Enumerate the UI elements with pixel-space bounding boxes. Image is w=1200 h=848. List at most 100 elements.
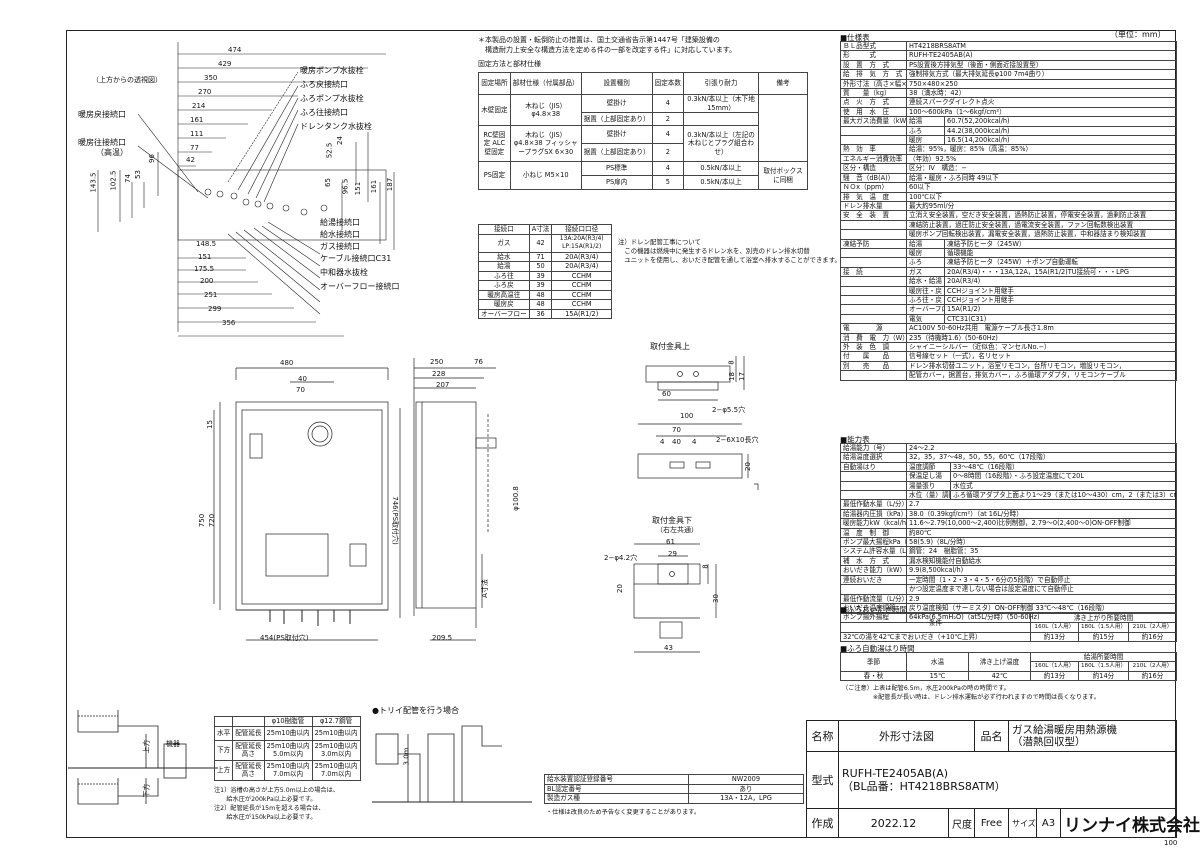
conn-r7c2: 15A(R1/2) bbox=[551, 308, 612, 319]
label-heating-supply: 暖房往接続口 bbox=[78, 138, 126, 147]
conn-r3c0: ふろ往 bbox=[478, 270, 530, 281]
fix-r2c2: 壁掛け bbox=[580, 125, 653, 144]
cert-table: 給水装置認証登録番号 NW2009 BL認定番号 あり 製造ガス種 13A・12… bbox=[544, 774, 805, 804]
perf-row: 給湯器内圧損（kPa）38.0（0.39kgf/cm²）（at 16L/分時） bbox=[840, 508, 1178, 520]
label-bath-return: ふろ戻接続口 bbox=[300, 80, 348, 89]
perf-value: 33〜48℃（16段階） bbox=[949, 461, 1178, 473]
dim-214: 214 bbox=[192, 102, 206, 110]
spec-row: 外形寸法（高さ×幅×奥行）750×480×250 bbox=[840, 78, 1177, 90]
spec-label bbox=[840, 370, 907, 381]
spec-value: （年効）92.5% bbox=[906, 153, 1177, 165]
spec-value: 16.5(14,200kcal/h) bbox=[944, 135, 1177, 146]
perf-value: 0〜8時間（16段階）・ふろ設定温度にて20L bbox=[949, 471, 1178, 482]
title-product-cell: ガス給湯暖房用熱源機 （潜熱回収型） bbox=[1007, 720, 1178, 752]
fix-r3c2: 据置（上部固定あり） bbox=[580, 143, 653, 162]
spec-label bbox=[840, 257, 907, 268]
spec-value: ドレン排水切替ユニット，浴室リモコン，台所リモコン，増設リモコン， bbox=[906, 360, 1177, 372]
title-product-label: 品名 bbox=[974, 720, 1009, 752]
side-dim-phi100: φ100.8 bbox=[511, 486, 520, 511]
spec-row: 消 費 電 力（W）235（待機時1.6）(50-60Hz) bbox=[840, 332, 1177, 344]
cert-r1c1: あり bbox=[687, 783, 805, 794]
title-product-value-1: ガス給湯暖房用熱源機 bbox=[1012, 723, 1117, 736]
conn-r5c2: CCHM bbox=[551, 289, 612, 300]
label-hot-water: 給湯接続口 bbox=[320, 218, 360, 227]
pipe-table: φ10樹脂管 φ12.7鋼管 水平 配管延長 25m10曲以内 25m10曲以内… bbox=[213, 716, 361, 781]
spec-value: 100℃以下 bbox=[906, 191, 1177, 202]
spec-row: エネルギー消費効率（年効）92.5% bbox=[840, 153, 1177, 165]
perf-label: 温 度 制 御 bbox=[840, 527, 907, 539]
conn-h2: 接続口口径 bbox=[551, 224, 612, 235]
conn-r0c2: 13A:20A(R3/4) LP:15A(R1/2) bbox=[551, 233, 612, 253]
label-gas: ガス接続口 bbox=[320, 242, 360, 251]
spec-label: 外 装 色 調 bbox=[840, 341, 907, 353]
perf-row: 温 度 制 御約80℃ bbox=[840, 527, 1178, 539]
spec-sublabel: ガス bbox=[906, 266, 945, 278]
fill-t1: 約14分 bbox=[1078, 670, 1129, 682]
spec-value: 38（満水時：42） bbox=[906, 88, 1177, 99]
fix-r0c0: 木壁固定 bbox=[478, 94, 511, 126]
spec-label bbox=[840, 304, 907, 315]
perf-value: 水位式 bbox=[949, 480, 1178, 492]
label-drain-tank: ドレンタンク水抜栓 bbox=[300, 122, 372, 131]
label-water: 給水接続口 bbox=[320, 230, 360, 239]
spec-value: 100〜600kPa（1〜6kgf/cm²） bbox=[906, 106, 1177, 118]
pipe-h2: φ10樹脂管 bbox=[263, 716, 313, 727]
spec-value: CCHジョイント用継手 bbox=[944, 294, 1177, 306]
fix-r4c2: PS標準 bbox=[580, 161, 653, 176]
spec-value: 750×480×250 bbox=[906, 78, 1177, 90]
perf-title: ■能力表 bbox=[840, 435, 870, 444]
fill-h3: 給湯所要時間 bbox=[1029, 651, 1178, 663]
spec-row: 凍結予防給湯凍結予防ヒータ（245W） bbox=[840, 238, 1177, 249]
dim-299: 299 bbox=[208, 305, 222, 313]
label-heating-return: 暖房戻接続口 bbox=[78, 110, 126, 119]
side-view-drawing bbox=[413, 358, 497, 641]
conn-r6c0: 暖房戻 bbox=[478, 299, 530, 310]
spec-label: 安 全 装 置 bbox=[840, 210, 907, 221]
bracket-bot-dim-61: 61 bbox=[666, 538, 675, 546]
front-dim-480: 480 bbox=[280, 359, 294, 367]
bracket-bot-dim-29: 29 bbox=[668, 550, 677, 558]
spec-label bbox=[840, 247, 907, 259]
label-high-temp: （高温） bbox=[96, 148, 128, 157]
spec-sublabel: 暖房往・戻 bbox=[906, 285, 945, 296]
conn-r4c0: ふろ戻 bbox=[478, 280, 530, 291]
spec-label: 熱 効 率 bbox=[840, 144, 907, 155]
tub-t1: 約15分 bbox=[1078, 631, 1129, 643]
title-made-label: 作成 bbox=[806, 808, 839, 838]
dim-187: 187 bbox=[386, 177, 395, 192]
tub-sub1: 180L（1.5人用） bbox=[1078, 622, 1129, 633]
spec-label: 消 費 電 力（W） bbox=[840, 332, 907, 344]
spec-row: 区分・構造区分：Ⅳ 構造：− bbox=[840, 163, 1177, 174]
perf-value: ふろ循環アダプタ上面より1〜29（または10〜430）cm，2（または3）cm刻… bbox=[949, 490, 1178, 501]
fill-t2: 約16分 bbox=[1127, 670, 1178, 682]
label-overflow: オーバーフロー接続口 bbox=[320, 282, 400, 291]
front-view-drawing bbox=[213, 367, 401, 641]
perf-value: 漏水検知機能付自動給水 bbox=[905, 555, 1178, 567]
perf-row: 水位（量）調節ふろ循環アダプタ上面より1〜29（または10〜430）cm，2（ま… bbox=[840, 490, 1178, 501]
title-model-value-1: RUFH-TE2405AB(A) bbox=[842, 767, 949, 781]
fix-h3: 固定本数 bbox=[651, 72, 685, 95]
bracket-top-drawing bbox=[645, 356, 745, 401]
bracket-mid-dim-4b: 4 bbox=[692, 438, 697, 446]
conn-r7c0: オーバーフロー bbox=[478, 308, 530, 319]
spec-value: 20A(R3/4)・・・13A,12A，15A(R1/2)TU接続可・・・LPG bbox=[944, 266, 1177, 278]
title-model-label: 型式 bbox=[806, 750, 839, 810]
spec-value: 44.2(38,000kcal/h) bbox=[944, 125, 1177, 137]
pipe-h1 bbox=[232, 716, 265, 727]
bracket-bottom-drawing bbox=[633, 543, 717, 653]
front-dim-15: 15 bbox=[205, 420, 214, 429]
cert-r1c0: BL認定番号 bbox=[544, 783, 689, 794]
title-model-value-2: （BL品番：HT4218BRS8ATM） bbox=[842, 780, 1006, 794]
fix-r1c4 bbox=[683, 112, 759, 126]
spec-sublabel: ふろ bbox=[906, 125, 945, 137]
spec-value: 給湯：95%，暖房：85%（高温：85%） bbox=[906, 144, 1177, 155]
spec-label: 区分・構造 bbox=[840, 163, 907, 174]
spec-row: ふろ凍結予防ヒータ（245W）＋ポンプ自動運転 bbox=[840, 257, 1177, 268]
spec-title: ■仕様表 bbox=[840, 33, 870, 42]
fill-sub1: 180L（1.5人用） bbox=[1078, 661, 1129, 672]
spec-row: 外 装 色 調シャイニーシルバー（近似色：マンセルNo.−） bbox=[840, 341, 1177, 353]
